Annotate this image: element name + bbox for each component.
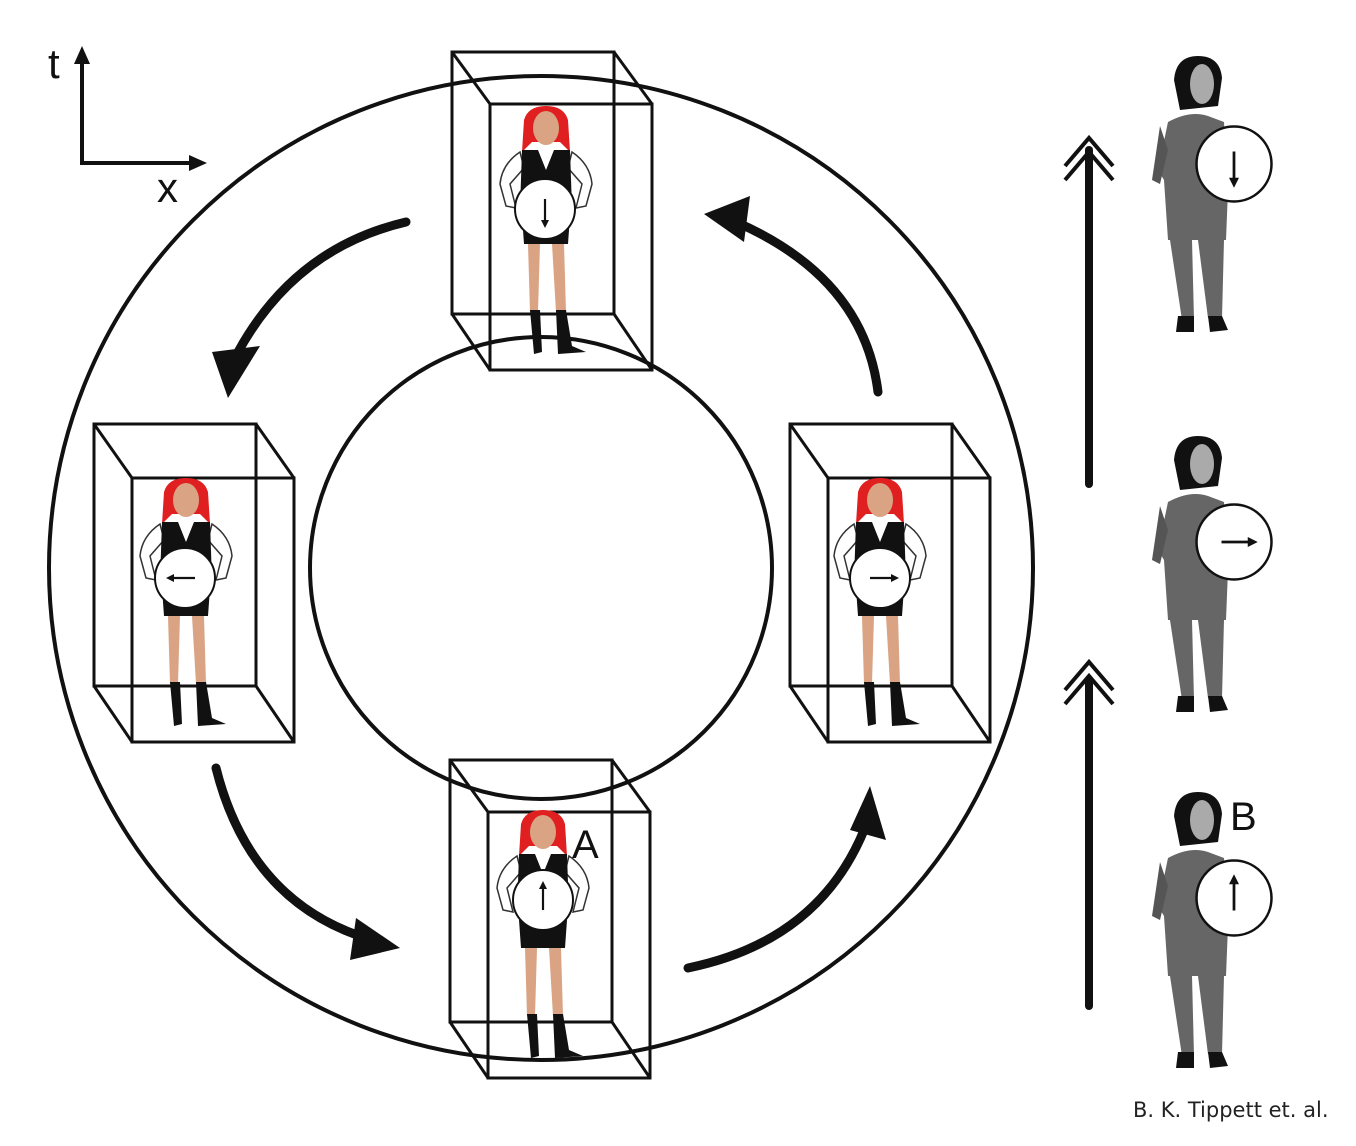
double-chevron-upper bbox=[1063, 134, 1115, 182]
label-a: A bbox=[572, 823, 599, 867]
traveler-left-clock bbox=[153, 546, 217, 610]
arrow-top-right bbox=[731, 217, 883, 397]
traveler-right-clock bbox=[848, 546, 912, 610]
outer-ring bbox=[47, 74, 1035, 1062]
arrowhead-top-left bbox=[212, 346, 260, 398]
x-axis-label: x bbox=[157, 164, 178, 211]
inner-ring bbox=[308, 335, 774, 801]
t-axis-arrowhead bbox=[74, 46, 90, 64]
x-axis-arrowhead bbox=[189, 155, 207, 171]
label-b: B bbox=[1230, 795, 1257, 839]
arrow-top-left bbox=[233, 217, 411, 357]
traveler-top-clock bbox=[513, 177, 577, 241]
box-left bbox=[92, 422, 296, 744]
stay-bottom-clock bbox=[1195, 859, 1273, 937]
arrow-bottom-right bbox=[683, 815, 873, 973]
arrow-bottom-left bbox=[211, 763, 377, 945]
stay-top-clock bbox=[1195, 125, 1273, 203]
t-axis-label: t bbox=[48, 40, 60, 87]
double-chevron-lower bbox=[1063, 658, 1115, 706]
stay-middle-clock bbox=[1195, 503, 1273, 581]
arrowhead-bottom-left bbox=[350, 918, 400, 960]
axes bbox=[80, 58, 195, 165]
arrowhead-bottom-right bbox=[850, 786, 886, 840]
loop-arrows bbox=[211, 217, 883, 973]
credit-text: B. K. Tippett et. al. bbox=[1133, 1098, 1329, 1122]
traveler-bottom-clock bbox=[511, 868, 575, 932]
arrowhead-top-right bbox=[704, 196, 750, 242]
